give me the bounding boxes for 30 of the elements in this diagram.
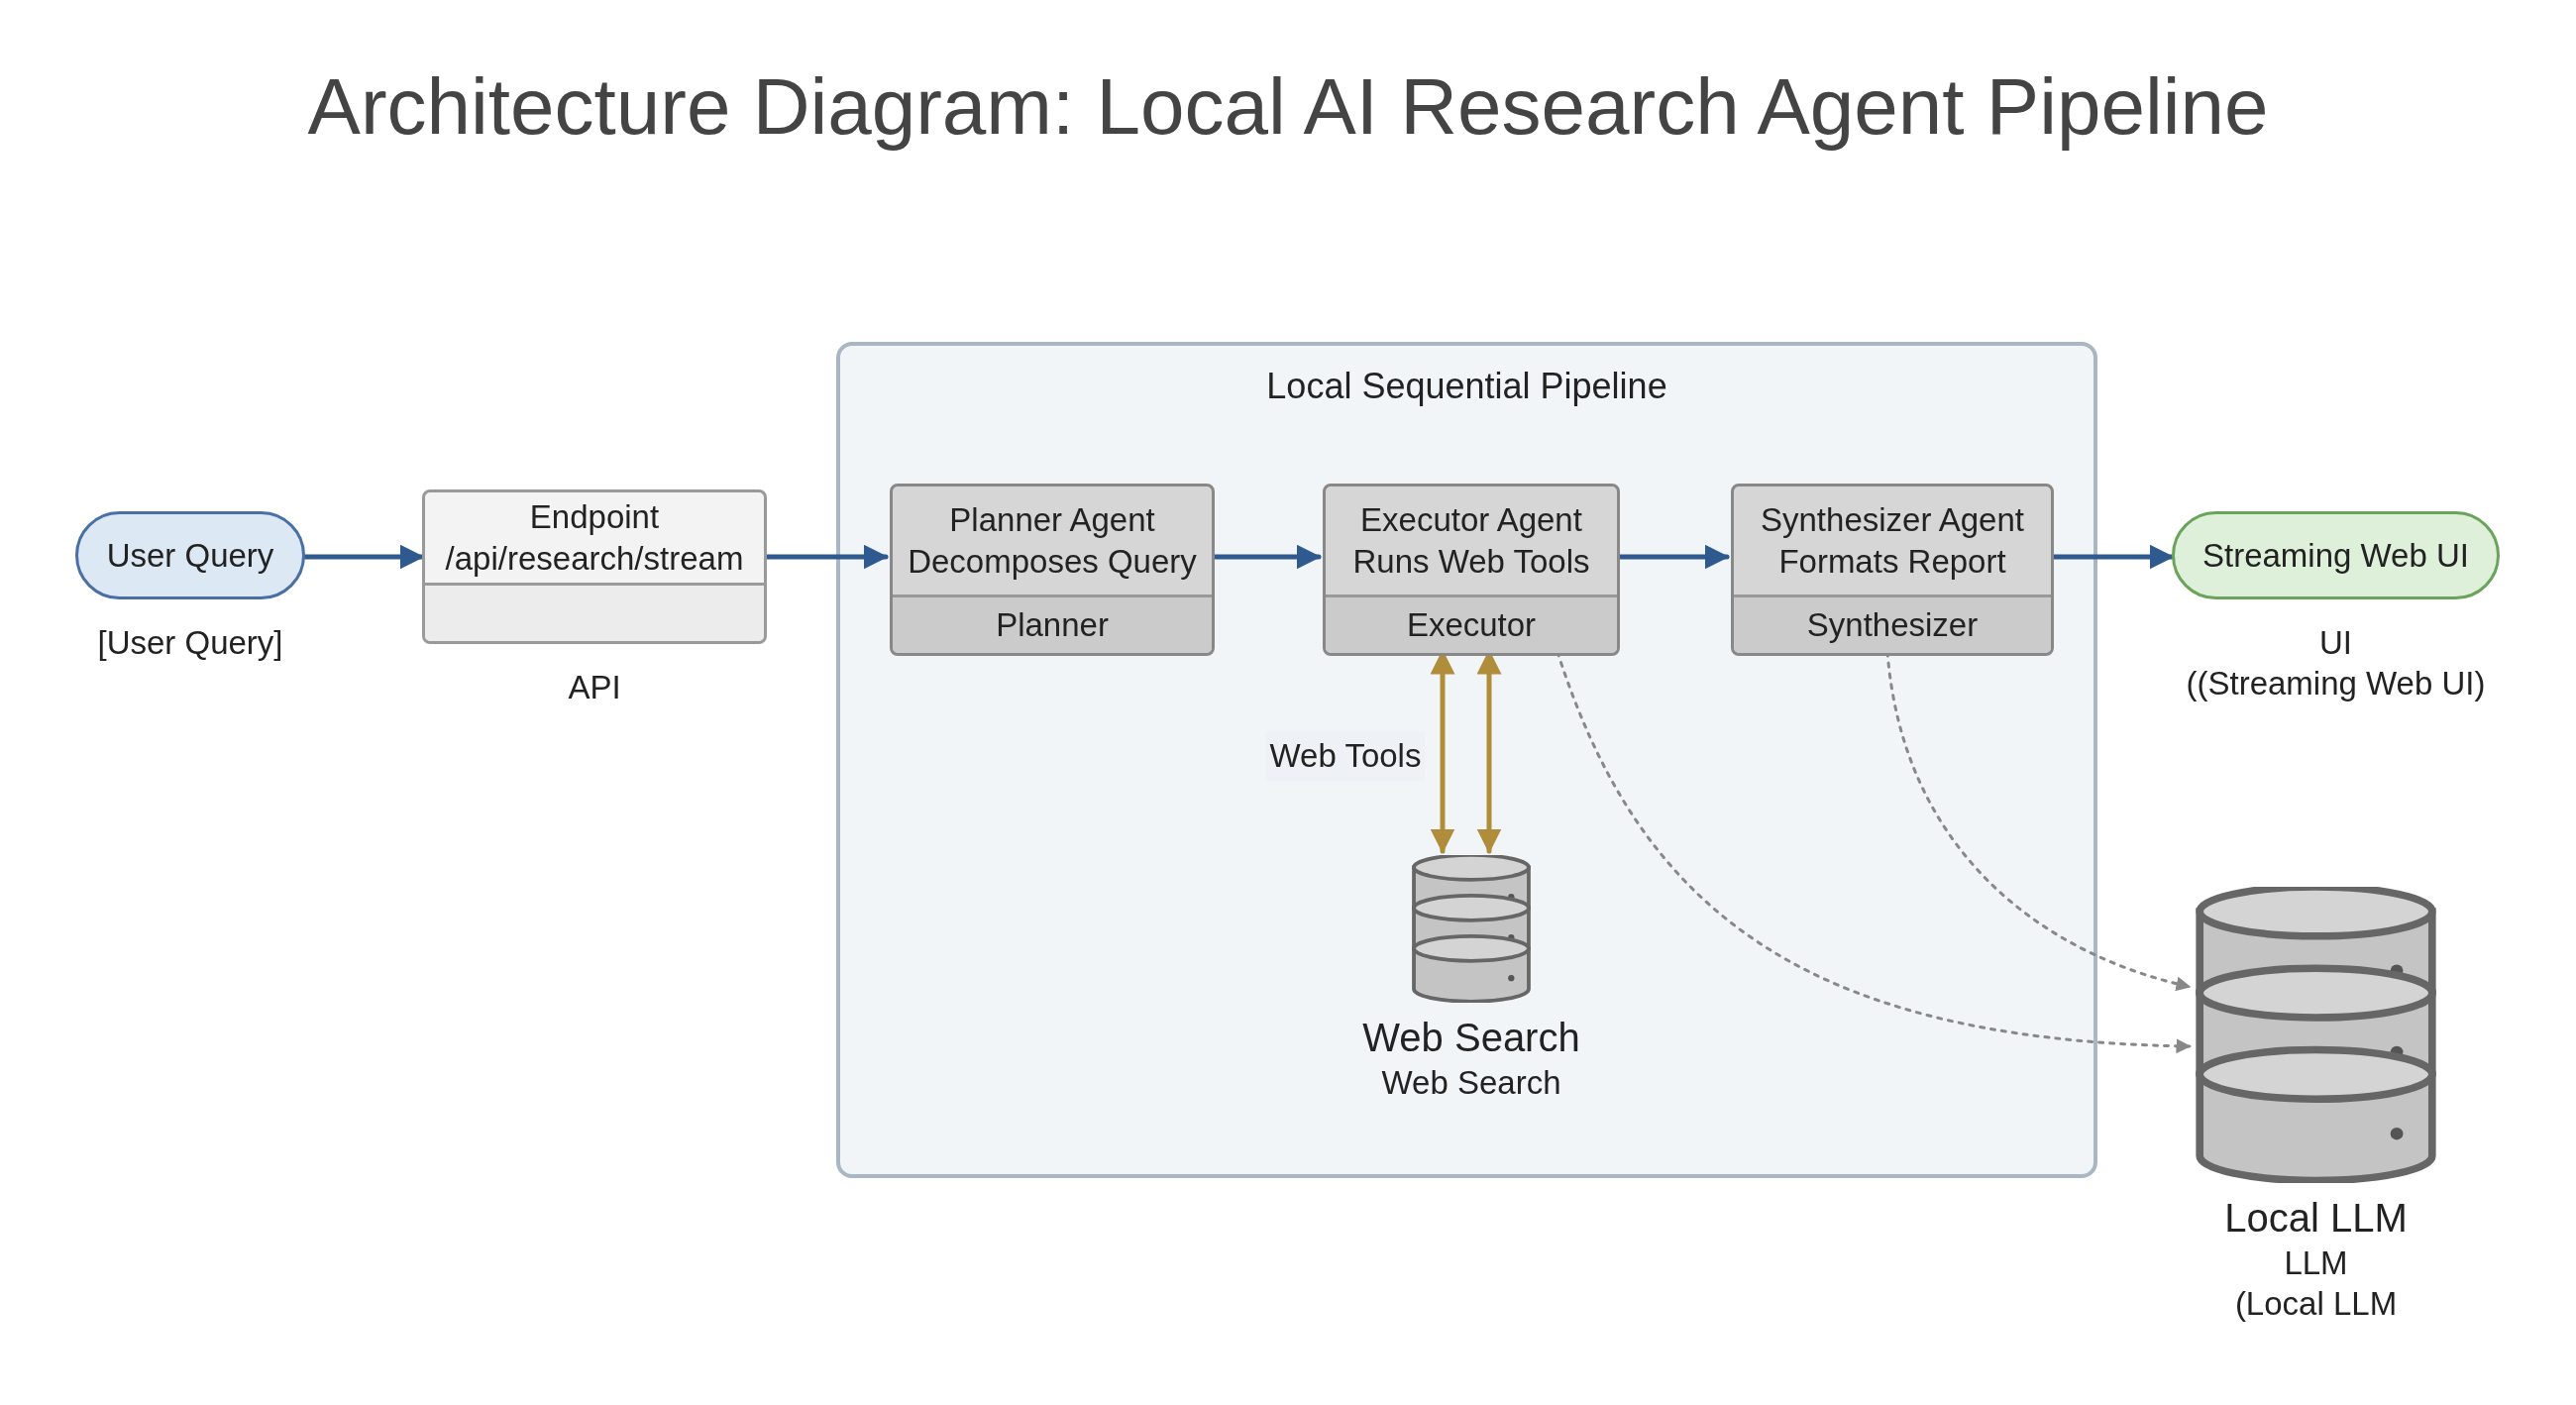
node-label: /api/research/stream (445, 538, 744, 579)
node-label: Endpoint (529, 497, 660, 538)
pipeline-group (836, 342, 2097, 1178)
node-label: Executor Agent (1360, 500, 1582, 541)
node-label: User Query (106, 535, 274, 576)
process-box (890, 484, 1215, 656)
node-label: Executor (1406, 605, 1537, 646)
node-label: Decomposes Query (908, 541, 1197, 582)
node-label: Runs Web Tools (1352, 541, 1590, 582)
node-caption: [User Query] (97, 623, 283, 663)
process-box (1731, 484, 2054, 656)
node-caption: API (568, 668, 621, 707)
node-caption: Local LLM (2224, 1195, 2408, 1242)
node-label: Planner Agent (949, 500, 1155, 541)
node-caption: ((Streaming Web UI) (2186, 664, 2486, 704)
arrow (764, 544, 889, 570)
node-caption: Web Search (1362, 1015, 1580, 1061)
arrow (302, 544, 425, 570)
node-caption: UI (2319, 623, 2352, 663)
diagram-title: Architecture Diagram: Local AI Research Agent Pipeline (307, 61, 2269, 153)
node-caption: (Local LLM (2234, 1284, 2398, 1325)
process-box (1323, 484, 1620, 656)
node-label: Streaming Web UI (2202, 535, 2469, 576)
group-title: Local Sequential Pipeline (1266, 365, 1667, 408)
node-label: Synthesizer (1806, 605, 1979, 646)
node-label: Synthesizer Agent (1761, 500, 2024, 541)
node-label: Planner (996, 605, 1109, 646)
node-caption: Web Search (1381, 1063, 1561, 1103)
node-label: Formats Report (1778, 541, 2006, 582)
node-caption: LLM (2284, 1243, 2348, 1283)
